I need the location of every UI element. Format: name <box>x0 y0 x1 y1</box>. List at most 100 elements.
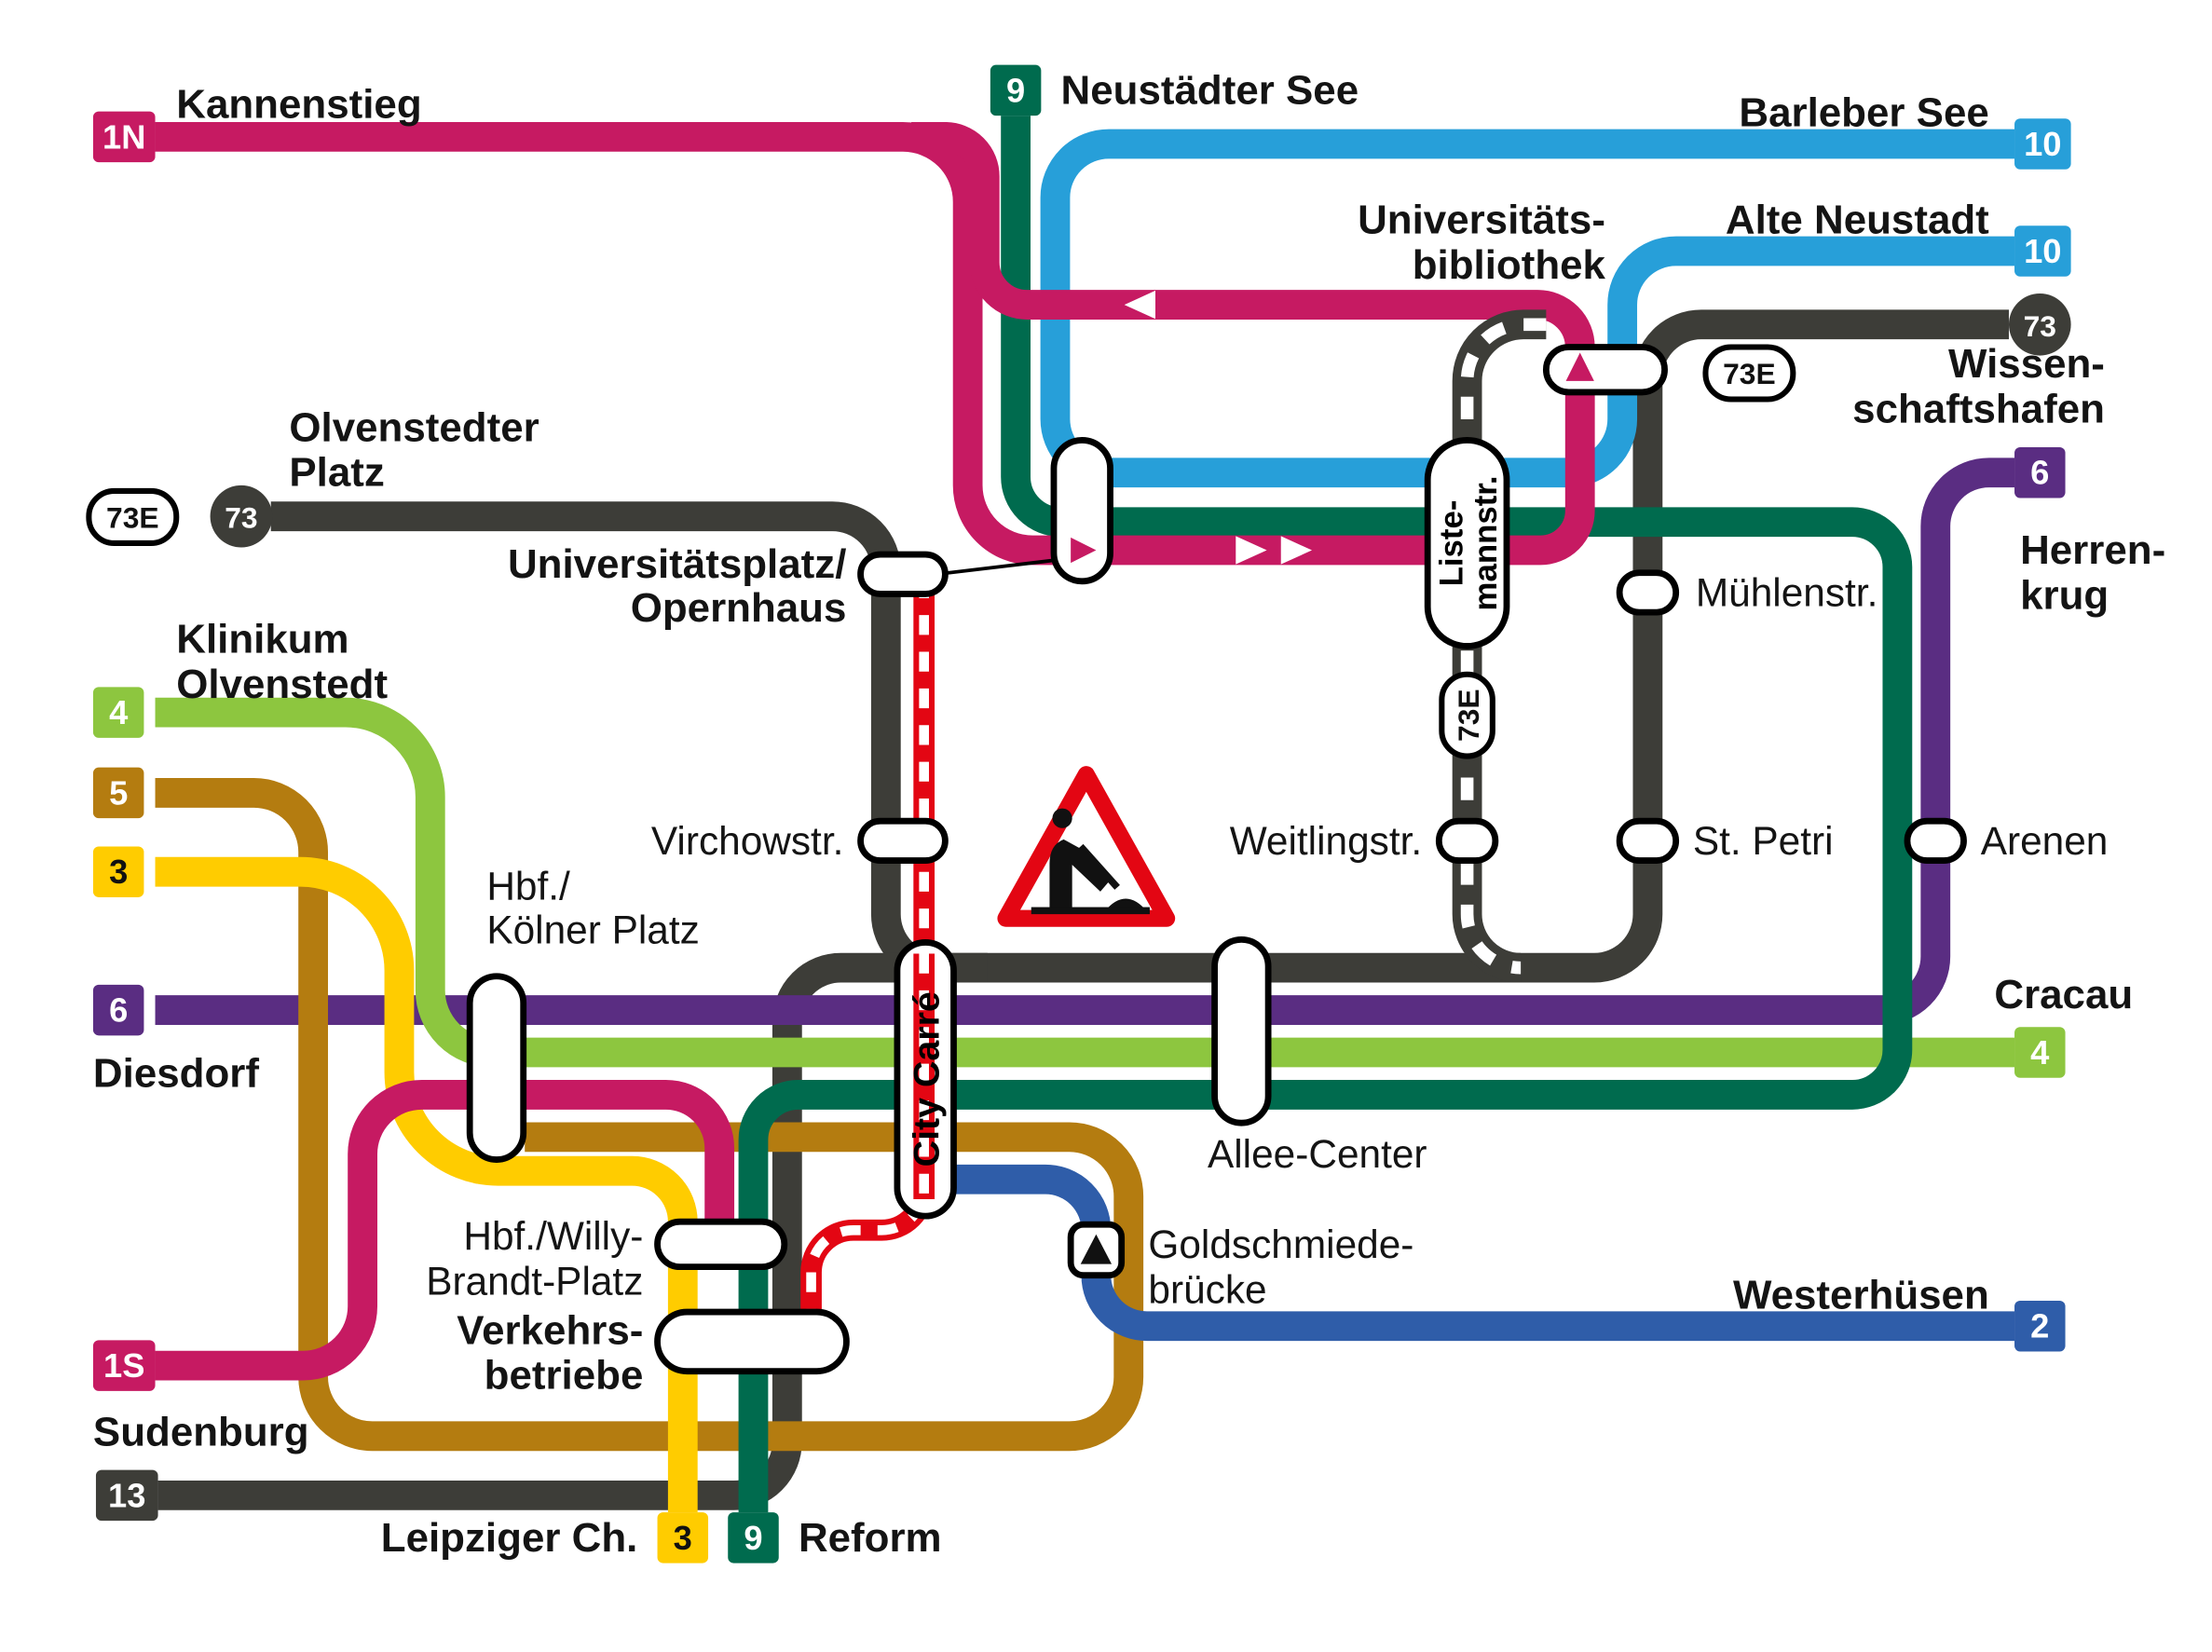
badge-line-3-bottom-label: 3 <box>674 1519 692 1557</box>
badge-line-73e-left-label: 73E <box>106 501 159 535</box>
station-label-st-petri: St. Petri <box>1693 819 1834 863</box>
terminus-label-reform: Reform <box>799 1515 942 1561</box>
station-markers <box>466 344 1967 1375</box>
badge-line-10-alte-neustadt-label: 10 <box>2024 232 2061 270</box>
badge-line-4-left-label: 4 <box>109 693 129 731</box>
station-pill-muehlenstr <box>1616 569 1680 616</box>
badge-line-13-label: 13 <box>108 1476 145 1514</box>
badge-line-73-right <box>2008 293 2071 356</box>
line-9-path <box>738 116 1913 1513</box>
line-1n-path <box>155 121 1595 566</box>
line-4-path <box>155 697 2015 1068</box>
arrow-up-icon <box>1080 1234 1113 1264</box>
station-pill-weitlingstr <box>1435 817 1499 865</box>
badge-line-73-left-label: 73 <box>225 501 257 535</box>
badge-line-2-right <box>2014 1300 2066 1352</box>
station-label-listemannstr: Liste- <box>1433 500 1469 587</box>
badge-line-9-bottom-label: 9 <box>744 1519 762 1557</box>
badge-line-1s <box>92 1340 156 1391</box>
terminus-label-leipziger-chaussee: Leipziger Ch. <box>381 1515 638 1561</box>
station-label-listemannstr: mannstr. <box>1468 475 1504 610</box>
station-pill-listemannstr <box>1424 437 1510 649</box>
terminus-label-cracau: Cracau <box>1994 972 2133 1017</box>
station-label-arenen: Arenen <box>1981 819 2109 863</box>
station-label-city-carre: City Carré <box>907 991 948 1167</box>
line-5-path <box>155 778 1144 1452</box>
station-label-virchowstr: Virchowstr. <box>651 819 843 863</box>
badge-line-3-left-label: 3 <box>109 853 128 891</box>
station-label-verkehrsbetriebe: Verkehrs- <box>457 1307 643 1353</box>
line-1n-return-path <box>911 121 1595 348</box>
station-label-verkehrsbetriebe: betriebe <box>485 1353 644 1399</box>
badge-line-10-barleber <box>2014 118 2071 170</box>
station-pill-unibibliothek <box>1542 344 1668 396</box>
station-label-hbf-koelner-platz: Hbf./ <box>486 864 570 908</box>
roadworks-shovel <box>1077 843 1120 890</box>
badge-line-73e-mid-label: 73E <box>1452 689 1485 742</box>
badge-line-2-right-label: 2 <box>2030 1307 2049 1345</box>
terminus-label-barleber-see: Barleber See <box>1739 90 1988 136</box>
arrow-right-icon <box>1236 536 1267 565</box>
line-73e-dash-overlay <box>1460 318 1547 975</box>
terminus-label-olvenstedter-platz: Platz <box>289 450 384 496</box>
arrow-right-icon <box>1071 537 1097 564</box>
terminus-label-westerhuesen: Westerhüsen <box>1733 1272 1989 1318</box>
badge-line-6-right-label: 6 <box>2030 454 2049 492</box>
terminus-label-klinikum-olvenstedt: Olvenstedt <box>176 662 388 707</box>
terminus-label-kannenstieg: Kannenstieg <box>176 82 421 128</box>
badge-line-10-barleber-label: 10 <box>2024 125 2061 163</box>
direction-arrows <box>1071 290 1594 1264</box>
terminus-label-sudenburg: Sudenburg <box>93 1409 309 1454</box>
badge-line-73-right-label: 73 <box>2024 309 2056 343</box>
badge-line-4-right <box>2014 1027 2066 1078</box>
line-3-path <box>155 856 698 1513</box>
badge-line-6-right <box>2014 446 2066 498</box>
terminus-label-olvenstedter-platz: Olvenstedter <box>289 404 539 450</box>
station-label-goldschmiedebruecke: brücke <box>1148 1267 1266 1311</box>
arrow-left-icon <box>1124 290 1155 320</box>
station-label-willy-brandt-platz: Hbf./Willy- <box>463 1214 643 1258</box>
badge-line-9-top <box>990 64 1042 116</box>
station-pill-virchowstr <box>857 817 949 865</box>
line-1s-path <box>155 1080 735 1381</box>
station-pill-allee-center <box>1211 935 1272 1126</box>
terminus-label-wissenschaftshafen: schaftshafen <box>1852 387 2105 432</box>
line-10-path <box>1040 129 2015 488</box>
badge-line-4-right-label: 4 <box>2030 1033 2050 1072</box>
map-labels: Kannenstieg Neustädter See Barleber See … <box>93 67 2165 1560</box>
badge-line-6-left-label: 6 <box>109 991 128 1030</box>
station-pill-hbf-koelner-platz <box>466 973 527 1163</box>
station-pill-st-petri <box>1616 817 1680 865</box>
badge-line-5-left <box>92 767 144 819</box>
terminus-label-herrenkrug: krug <box>2020 572 2109 618</box>
badge-line-10-alte-neustadt <box>2014 225 2071 277</box>
arrow-right-icon <box>1280 536 1313 565</box>
badge-line-73-left <box>210 485 273 548</box>
roadworks-triangle <box>997 766 1176 927</box>
line-badges: 1N 9 10 10 73 73E 6 4 2 73E 73 4 5 3 6 1… <box>86 64 2071 1563</box>
badge-line-1n <box>92 111 156 163</box>
station-label-willy-brandt-platz: Brandt-Platz <box>426 1259 643 1303</box>
badge-line-9-bottom <box>728 1512 779 1563</box>
roadworks-worker-body <box>1049 839 1110 912</box>
badge-line-73e-left <box>86 487 180 546</box>
station-label-universitaetsplatz: Opernhaus <box>631 585 847 631</box>
terminus-label-herrenkrug: Herren- <box>2020 527 2165 573</box>
badge-line-1s-label: 1S <box>103 1346 144 1385</box>
universitaetsplatz-pointer-line <box>936 556 1069 577</box>
terminus-label-neustaedter-see: Neustädter See <box>1061 67 1359 113</box>
station-label-hbf-koelner-platz: Kölner Platz <box>486 908 699 951</box>
badge-line-73e-topright <box>1702 344 1796 403</box>
station-label-unibibliothek: bibliothek <box>1413 242 1606 288</box>
station-label-universitaetsplatz: Universitätsplatz/ <box>508 541 846 587</box>
terminus-label-wissenschaftshafen: Wissen- <box>1948 341 2105 387</box>
station-label-allee-center: Allee-Center <box>1208 1132 1427 1176</box>
arrow-up-icon <box>1565 352 1594 381</box>
terminus-label-alte-neustadt: Alte Neustadt <box>1726 198 1989 243</box>
station-pill-verkehrsbetriebe <box>654 1308 850 1375</box>
badge-line-1n-label: 1N <box>102 117 145 156</box>
badge-line-4-left <box>92 687 144 738</box>
station-label-weitlingstr: Weitlingstr. <box>1230 819 1422 863</box>
